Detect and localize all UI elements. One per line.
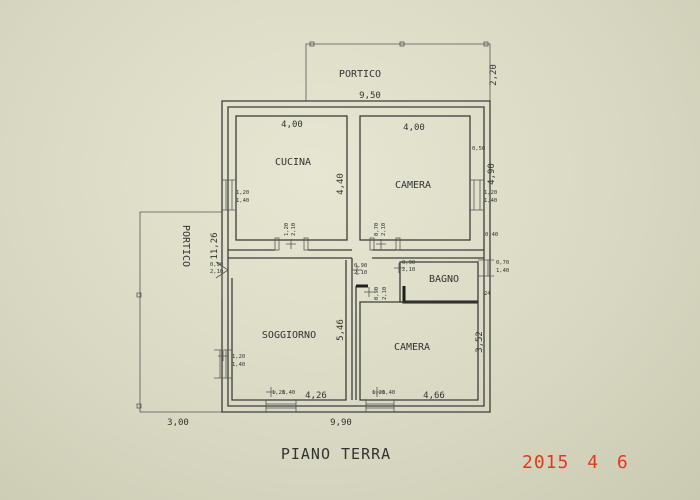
outer-wall-inner bbox=[227, 106, 485, 407]
plan-title: PIANO TERRA bbox=[281, 445, 391, 463]
dim-portico-left-length: 11,26 bbox=[210, 232, 220, 259]
opening-label: 1,40 bbox=[496, 268, 509, 274]
camera-top-label: CAMERA bbox=[395, 180, 431, 191]
bagno-label: BAGNO bbox=[429, 274, 459, 285]
door-jamb bbox=[303, 237, 309, 251]
date-stamp-month: 4 bbox=[587, 452, 600, 473]
door-jamb bbox=[369, 237, 375, 251]
portico-top-column bbox=[309, 41, 315, 47]
dim-cucina-width: 4,00 bbox=[281, 120, 303, 130]
portico-top-outline bbox=[305, 43, 491, 101]
date-stamp-day: 6 bbox=[616, 452, 629, 473]
opening-label: 0,70 bbox=[496, 260, 509, 266]
camera-top-window bbox=[470, 179, 484, 211]
opening-label: 1,40 bbox=[484, 198, 497, 204]
date-stamp-year: 2015 bbox=[522, 452, 570, 473]
opening-label: 2,10 bbox=[354, 270, 367, 276]
door-marker bbox=[218, 239, 404, 397]
dim-camera-bottom-width: 4,66 bbox=[423, 391, 445, 401]
opening-label: 2,10 bbox=[291, 223, 297, 236]
soggiorno-room-outline bbox=[231, 260, 347, 401]
dim-small-040: 0,40 bbox=[485, 232, 498, 238]
cucina-room-outline bbox=[235, 115, 348, 241]
opening-label: 2,10 bbox=[382, 287, 388, 300]
opening-label: 1,20 bbox=[232, 354, 245, 360]
camera-bottom-label: CAMERA bbox=[394, 342, 430, 353]
dim-cucina-depth: 4,40 bbox=[336, 173, 346, 195]
portico-left-column bbox=[136, 292, 142, 298]
opening-label: 0,90 bbox=[374, 287, 380, 300]
dim-soggiorno-depth: 5,46 bbox=[336, 319, 346, 341]
bagno-thick-wall bbox=[402, 286, 478, 304]
soggiorno-window bbox=[214, 349, 232, 379]
opening-label: 1,20 bbox=[236, 190, 249, 196]
opening-label: 1,20 bbox=[372, 390, 385, 396]
portico-top-column bbox=[483, 41, 489, 47]
dim-camera-bottom-depth: 3,52 bbox=[475, 331, 485, 353]
dim-bagno-side: 24 bbox=[484, 291, 491, 297]
dim-portico-top-depth: 2,20 bbox=[489, 64, 499, 86]
outer-wall bbox=[221, 100, 491, 413]
opening-label: 0,70 bbox=[374, 223, 380, 236]
corridor-wall bbox=[351, 258, 357, 400]
cucina-window bbox=[222, 179, 236, 211]
opening-label: 1,40 bbox=[236, 198, 249, 204]
opening-label: 0,90 bbox=[354, 263, 367, 269]
entry-arrow bbox=[215, 261, 229, 300]
bagno-window bbox=[478, 259, 494, 277]
camera-bottom-window bbox=[365, 400, 395, 412]
portico-left-column bbox=[136, 403, 142, 409]
dim-house-width-top: 9,50 bbox=[359, 91, 381, 101]
portico-left-label: PORTICO bbox=[180, 225, 191, 267]
dim-camera-top-depth: 4,90 bbox=[487, 163, 497, 185]
dim-house-width-bottom: 9,90 bbox=[330, 418, 352, 428]
portico-left-outline bbox=[139, 211, 222, 413]
camera-date-stamp: 2015 4 6 bbox=[522, 452, 635, 473]
dim-camera-top-width: 4,00 bbox=[403, 123, 425, 133]
door-jamb bbox=[395, 237, 401, 251]
opening-label: 1,20 bbox=[284, 223, 290, 236]
dim-small-050: 0,50 bbox=[472, 146, 485, 152]
opening-label: 2,10 bbox=[210, 269, 223, 275]
opening-label: 1,40 bbox=[232, 362, 245, 368]
portico-top-label: PORTICO bbox=[339, 69, 381, 80]
dim-soggiorno-width: 4,26 bbox=[305, 391, 327, 401]
cucina-label: CUCINA bbox=[275, 157, 311, 168]
opening-label: 2,10 bbox=[381, 223, 387, 236]
dim-portico-left-width: 3,00 bbox=[167, 418, 189, 428]
door-jamb bbox=[274, 237, 280, 251]
camera-top-room-outline bbox=[359, 115, 471, 241]
camera-bottom-room-outline bbox=[359, 301, 479, 401]
soggiorno-bottom-window bbox=[265, 400, 297, 412]
opening-label: 0,90 bbox=[210, 262, 223, 268]
soggiorno-label: SOGGIORNO bbox=[262, 330, 316, 341]
portico-top-column bbox=[399, 41, 405, 47]
opening-label: 0,90 bbox=[402, 260, 415, 266]
opening-label: 1,20 bbox=[484, 190, 497, 196]
opening-label: 2,10 bbox=[402, 267, 415, 273]
opening-label: 1,40 bbox=[282, 390, 295, 396]
opening-label: 1,40 bbox=[382, 390, 395, 396]
opening-label: 1,20 bbox=[272, 390, 285, 396]
